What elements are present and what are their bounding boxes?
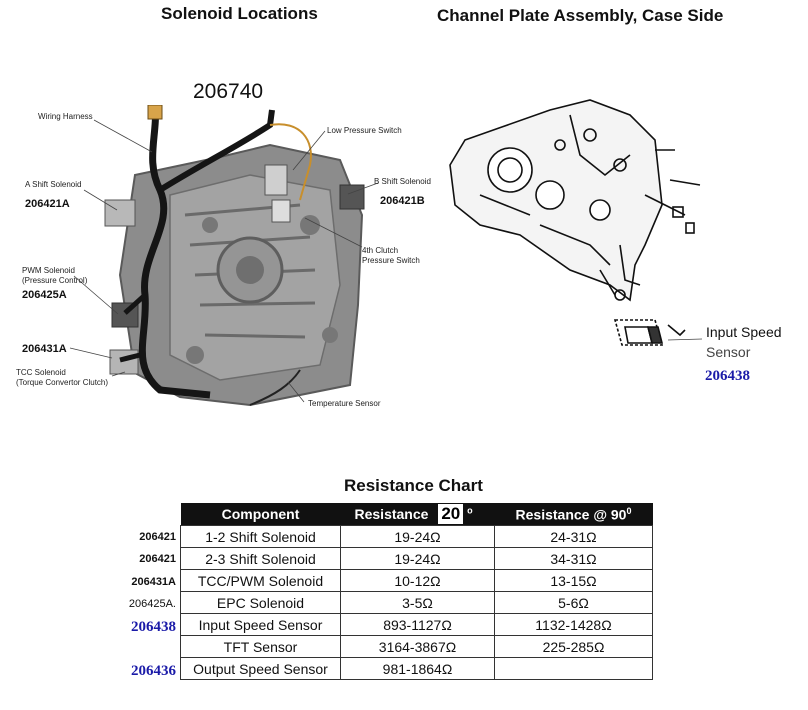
cell-component: 2-3 Shift Solenoid	[180, 547, 341, 570]
label-a-shift-solenoid: A Shift Solenoid	[25, 180, 82, 189]
label-tcc-1: TCC Solenoid	[16, 368, 66, 377]
header-resistance-hot-label: Resistance @ 90	[515, 506, 627, 523]
cell-resistance-20: 893-1127Ω	[340, 613, 495, 636]
part-number-column: 206421 206421 206431A 206425A. 206438 20…	[96, 526, 176, 683]
header-resistance-label: Resistance	[354, 506, 429, 522]
label-b-shift-solenoid: B Shift Solenoid	[374, 177, 431, 186]
label-pwm-1: PWM Solenoid	[22, 266, 75, 275]
cell-resistance-90: 225-285Ω	[494, 635, 653, 658]
label-wiring-harness: Wiring Harness	[38, 112, 93, 121]
row-part-number: 206436	[131, 663, 176, 680]
cell-resistance-20: 3-5Ω	[340, 591, 495, 614]
label-temperature-sensor: Temperature Sensor	[308, 399, 381, 408]
part-pwm: 206425A	[22, 289, 67, 301]
part-input-speed: 206438	[705, 368, 750, 384]
header-cold-temp: 20	[438, 504, 464, 524]
part-b-shift: 206421B	[380, 195, 425, 207]
label-pwm-2: (Pressure Control)	[22, 276, 88, 285]
header-component: Component	[180, 503, 341, 526]
resistance-chart-title: Resistance Chart	[344, 476, 483, 495]
resistance-table: Component Resistance 20 o Resistance @ 9…	[180, 503, 653, 680]
table-row: TCC/PWM Solenoid 10-12Ω 13-15Ω	[180, 569, 653, 592]
table-row: TFT Sensor 3164-3867Ω 225-285Ω	[180, 635, 653, 658]
label-input-speed-2: Sensor	[706, 344, 751, 360]
header-hot-degree: 0	[626, 505, 632, 516]
cell-component: EPC Solenoid	[180, 591, 341, 614]
cell-resistance-20: 19-24Ω	[340, 547, 495, 570]
table-row: 1-2 Shift Solenoid 19-24Ω 24-31Ω	[180, 525, 653, 548]
channel-plate-title: Channel Plate Assembly, Case Side	[437, 6, 724, 25]
solenoid-locations-title: Solenoid Locations	[161, 4, 318, 23]
valve-body-photo	[104, 105, 365, 407]
label-tcc-2: (Torque Convertor Clutch)	[16, 378, 109, 387]
channel-plate-drawing	[449, 99, 701, 346]
table-header-row: Component Resistance 20 o Resistance @ 9…	[180, 503, 653, 526]
label-clutch-switch-1: 4th Clutch	[362, 246, 399, 255]
row-part-number: 206425A.	[128, 598, 176, 611]
label-low-pressure-switch: Low Pressure Switch	[327, 126, 402, 135]
row-part-number	[96, 638, 176, 660]
cell-resistance-90: 13-15Ω	[494, 569, 653, 592]
cell-resistance-20: 10-12Ω	[340, 569, 495, 592]
cell-resistance-90	[494, 657, 653, 680]
table-row: 2-3 Shift Solenoid 19-24Ω 34-31Ω	[180, 547, 653, 570]
label-clutch-switch-2: Pressure Switch	[362, 256, 420, 265]
cell-component: TFT Sensor	[180, 635, 341, 658]
cell-resistance-90: 24-31Ω	[494, 525, 653, 548]
header-resistance-hot: Resistance @ 900	[494, 503, 653, 526]
cell-resistance-20: 3164-3867Ω	[340, 635, 495, 658]
label-input-speed-1: Input Speed	[706, 324, 782, 340]
header-degree: o	[467, 505, 473, 516]
row-part-number: 206421	[139, 553, 176, 566]
table-row: Output Speed Sensor 981-1864Ω	[180, 657, 653, 680]
cell-component: 1-2 Shift Solenoid	[180, 525, 341, 548]
part-tcc: 206431A	[22, 343, 67, 355]
model-number: 206740	[193, 80, 264, 103]
cell-component: TCC/PWM Solenoid	[180, 569, 341, 592]
cell-component: Input Speed Sensor	[180, 613, 341, 636]
table-row: Input Speed Sensor 893-1127Ω 1132-1428Ω	[180, 613, 653, 636]
row-part-number: 206431A	[131, 575, 176, 588]
row-part-number: 206438	[131, 618, 176, 635]
cell-resistance-20: 19-24Ω	[340, 525, 495, 548]
table-row: EPC Solenoid 3-5Ω 5-6Ω	[180, 591, 653, 614]
row-part-number: 206421	[139, 531, 176, 543]
cell-resistance-20: 981-1864Ω	[340, 657, 495, 680]
cell-component: Output Speed Sensor	[180, 657, 341, 680]
cell-resistance-90: 34-31Ω	[494, 547, 653, 570]
cell-resistance-90: 1132-1428Ω	[494, 613, 653, 636]
header-resistance-cold: Resistance 20 o	[340, 503, 495, 526]
cell-resistance-90: 5-6Ω	[494, 591, 653, 614]
part-a-shift: 206421A	[25, 198, 70, 210]
